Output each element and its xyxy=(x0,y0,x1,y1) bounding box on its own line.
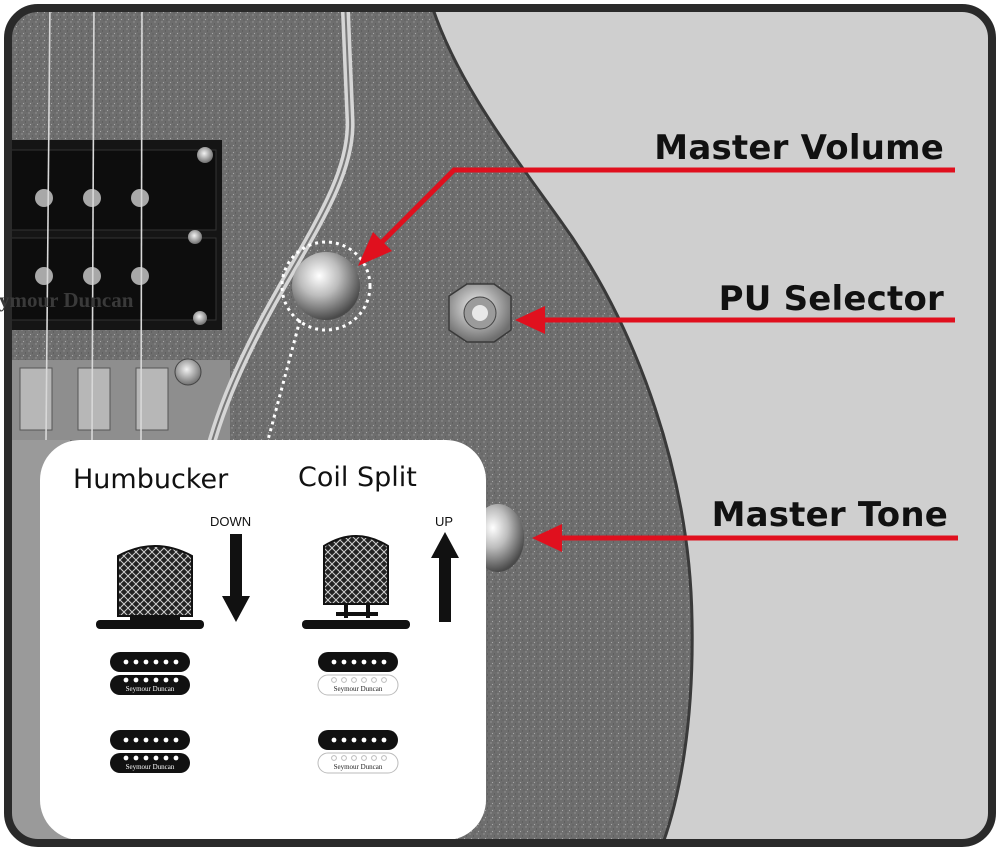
pickup-logo-stamp: Seymour Duncan xyxy=(0,288,133,313)
master-volume-label: Master Volume xyxy=(654,128,944,168)
pu-selector-label: PU Selector xyxy=(719,279,944,319)
pickup-brand-label: Seymour Duncan xyxy=(313,685,403,693)
master-tone-label: Master Tone xyxy=(712,495,948,535)
pickup-brand-label: Seymour Duncan xyxy=(313,763,403,771)
pu-selector-switch xyxy=(449,284,511,342)
up-label: UP xyxy=(435,514,453,529)
pickup-brand-label: Seymour Duncan xyxy=(105,763,195,771)
switch-inset-panel xyxy=(40,440,486,840)
humbucker-title: Humbucker xyxy=(73,464,228,495)
down-label: DOWN xyxy=(210,514,251,529)
coil-split-title: Coil Split xyxy=(298,462,417,493)
pickup-brand-label: Seymour Duncan xyxy=(105,685,195,693)
